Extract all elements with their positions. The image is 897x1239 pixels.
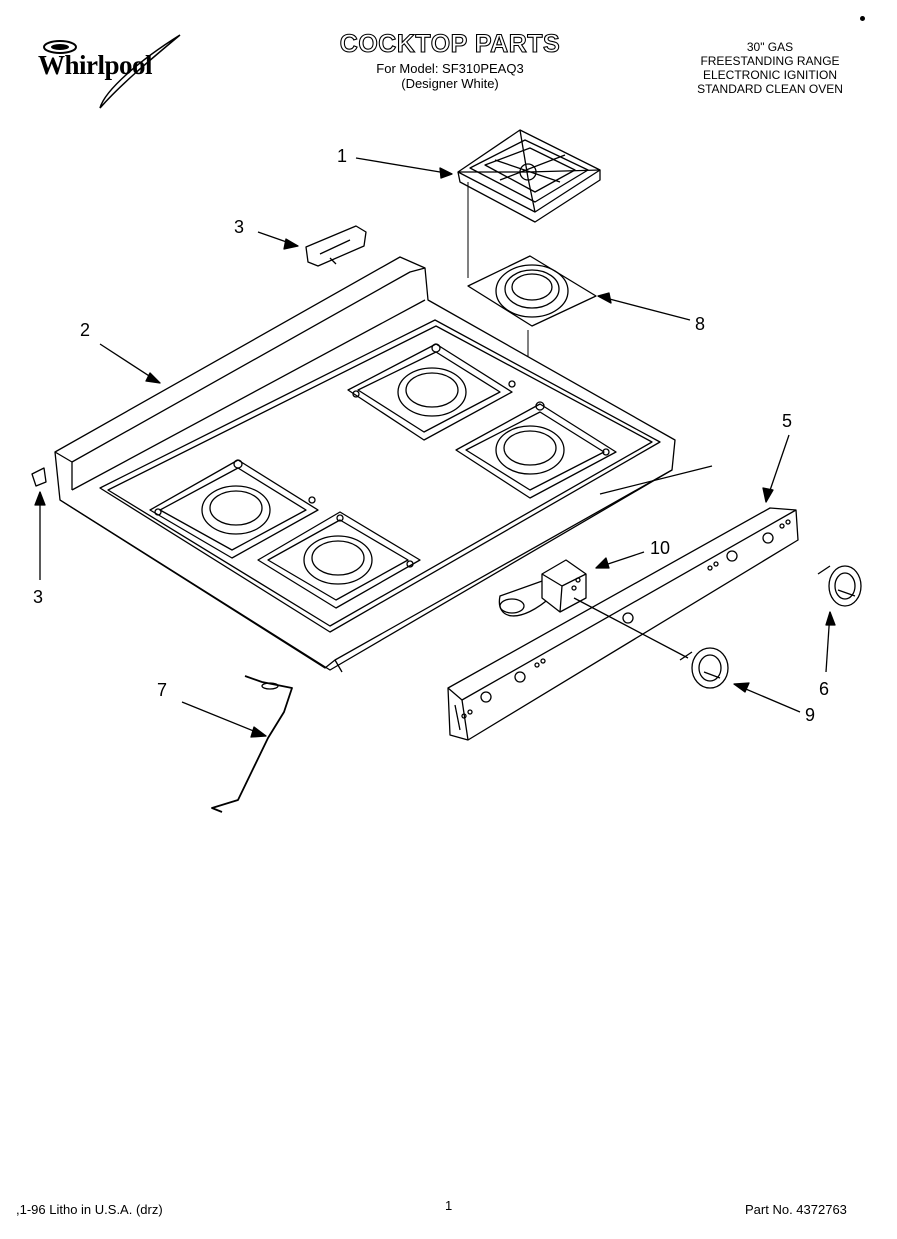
part-burner-bowl xyxy=(467,255,597,327)
callout-1: 1 xyxy=(337,146,348,166)
whirlpool-logo xyxy=(30,30,190,110)
leader-lines xyxy=(34,157,836,738)
callout-3-side: 3 xyxy=(33,587,44,607)
callout-10: 10 xyxy=(650,538,671,558)
color-line: (Designer White) xyxy=(401,76,499,91)
page-title: COCKTOP PARTS xyxy=(339,29,561,58)
corner-mark xyxy=(860,16,865,21)
part-ignition-module xyxy=(498,559,587,617)
callout-7: 7 xyxy=(157,680,168,700)
spec-line: ELECTRONIC IGNITION xyxy=(702,68,837,82)
spec-line: 30" GAS xyxy=(746,40,794,54)
callout-5: 5 xyxy=(782,411,793,431)
spec-block: 30" GAS FREESTANDING RANGE ELECTRONIC IG… xyxy=(655,40,885,96)
part-knob-lower xyxy=(679,647,729,689)
part-cooktop xyxy=(54,256,713,673)
model-line: For Model: SF310PEAQ3 xyxy=(376,61,524,76)
part-number: Part No. 4372763 xyxy=(745,1202,847,1217)
callout-3-top: 3 xyxy=(234,217,245,237)
spec-line: STANDARD CLEAN OVEN xyxy=(697,82,843,96)
part-clip-side xyxy=(31,467,47,487)
spec-line: FREESTANDING RANGE xyxy=(700,54,840,68)
part-grate xyxy=(457,129,601,223)
part-clip-top xyxy=(305,225,367,267)
litho-note: ,1-96 Litho in U.S.A. (drz) xyxy=(16,1202,163,1217)
logo-swirl-icon xyxy=(43,34,181,109)
callout-9: 9 xyxy=(805,705,816,725)
callout-6: 6 xyxy=(819,679,830,699)
callout-8: 8 xyxy=(695,314,706,334)
page-number: 1 xyxy=(445,1198,453,1213)
part-knob-upper xyxy=(817,565,862,607)
callout-2: 2 xyxy=(80,320,91,340)
model-subtitle: For Model: SF310PEAQ3 (Designer White) xyxy=(300,61,600,91)
part-wire xyxy=(211,675,293,813)
brand-name: Whirlpool xyxy=(38,50,153,80)
